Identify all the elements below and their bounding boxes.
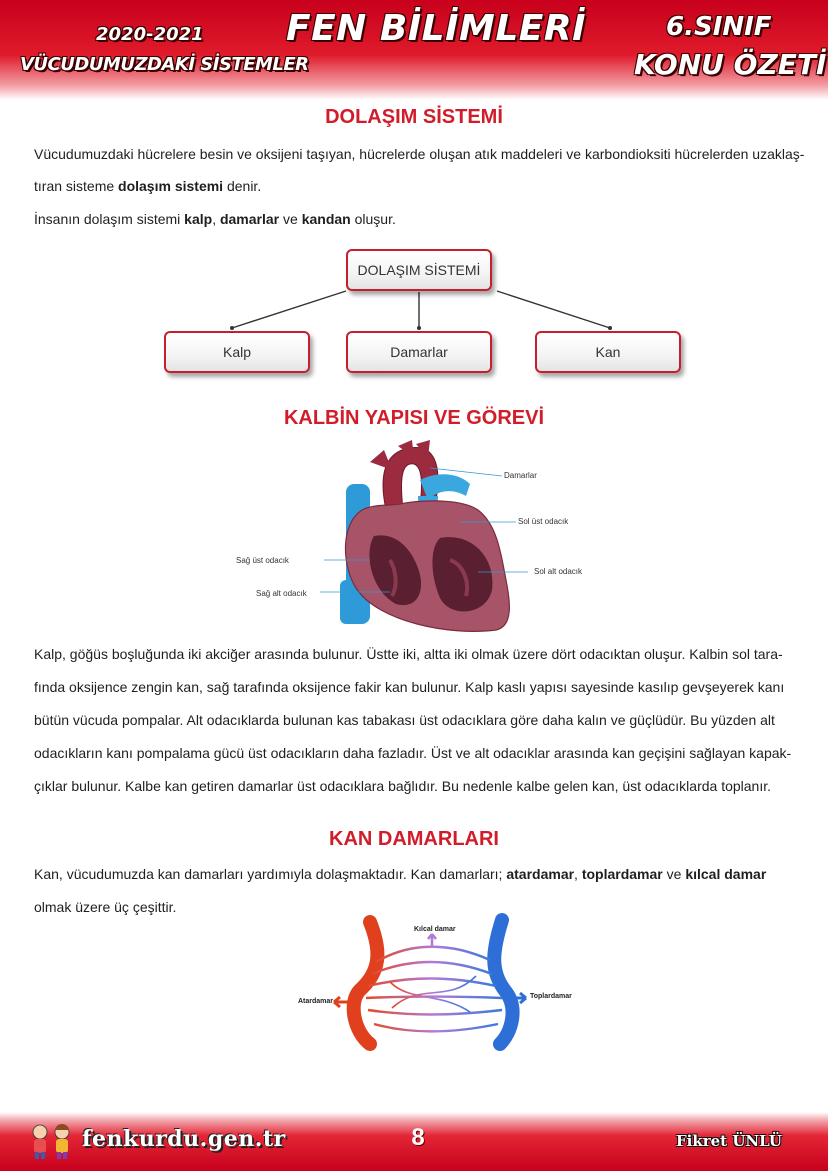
circulatory-para-1b: tıran sisteme dolaşım sistemi denir. xyxy=(34,178,262,194)
circulatory-heading: DOLAŞIM SİSTEMİ xyxy=(325,106,503,128)
heart-diagram xyxy=(320,440,528,632)
label-vessels: Damarlar xyxy=(504,471,537,480)
label-capillary: Kılcal damar xyxy=(414,926,456,933)
circulatory-para-1a: Vücudumuzdaki hücrelere besin ve oksijen… xyxy=(34,146,805,162)
heart-line-2: fında oksijence zengin kan, sağ tarafınd… xyxy=(34,679,785,695)
label-left-atrium: Sol üst odacık xyxy=(518,517,569,526)
footer-site: fenkurdu.gen.tr xyxy=(82,1126,286,1152)
header-grade: 6.SINIF xyxy=(666,12,772,42)
heart-heading: KALBİN YAPISI VE GÖREVİ xyxy=(283,407,545,429)
concept-child-heart: Kalp xyxy=(164,331,310,373)
footer-author: Fikret ÜNLÜ xyxy=(676,1132,782,1150)
vessels-para-1: Kan, vücudumuzda kan damarları yardımıyl… xyxy=(34,866,767,882)
term-artery: atardamar xyxy=(506,866,575,882)
heart-line-5: çıklar bulunur. Kalbe kan getiren damarl… xyxy=(34,778,772,794)
label-right-atrium: Sağ üst odacık xyxy=(236,556,289,565)
label-right-ventricle: Sağ alt odacık xyxy=(256,589,307,598)
term-heart: kalp xyxy=(184,211,213,227)
page-header xyxy=(0,0,828,100)
vessels-diagram xyxy=(333,913,527,1051)
header-summary: KONU ÖZETİ xyxy=(634,48,827,81)
circulatory-para-2: İnsanın dolaşım sistemi kalp, damarlar v… xyxy=(34,211,396,227)
page-footer xyxy=(0,1112,828,1171)
vessels-para-2: olmak üzere üç çeşittir. xyxy=(34,899,177,915)
concept-child-blood: Kan xyxy=(535,331,681,373)
term-vessels: damarlar xyxy=(219,211,280,227)
concept-child-vessels: Damarlar xyxy=(346,331,492,373)
heart-line-3: bütün vücuda pompalar. Alt odacıklarda b… xyxy=(34,712,775,728)
header-unit: VÜCUDUMUZDAKİ SİSTEMLER xyxy=(20,54,309,75)
heart-line-1: Kalp, göğüs boşluğunda iki akciğer arası… xyxy=(34,646,783,662)
heart-line-4: odacıkların kanı pompalama gücü üst odac… xyxy=(34,745,792,761)
label-left-ventricle: Sol alt odacık xyxy=(534,567,583,576)
kids-logo-icon xyxy=(32,1124,70,1159)
concept-map-connectors xyxy=(230,290,612,330)
term-vein: toplardamar xyxy=(581,866,663,882)
term-blood: kandan xyxy=(301,211,351,227)
label-artery: Atardamar xyxy=(298,998,334,1005)
label-vein: Toplardamar xyxy=(530,993,572,1000)
header-year: 2020-2021 xyxy=(96,24,204,45)
term-circulatory-system: dolaşım sistemi xyxy=(118,178,224,194)
concept-root: DOLAŞIM SİSTEMİ xyxy=(346,249,492,291)
term-capillary: kılcal damar xyxy=(685,866,767,882)
header-title: FEN BİLİMLERİ xyxy=(286,8,586,49)
page-number: 8 xyxy=(411,1124,425,1151)
vessels-heading: KAN DAMARLARI xyxy=(329,828,499,850)
